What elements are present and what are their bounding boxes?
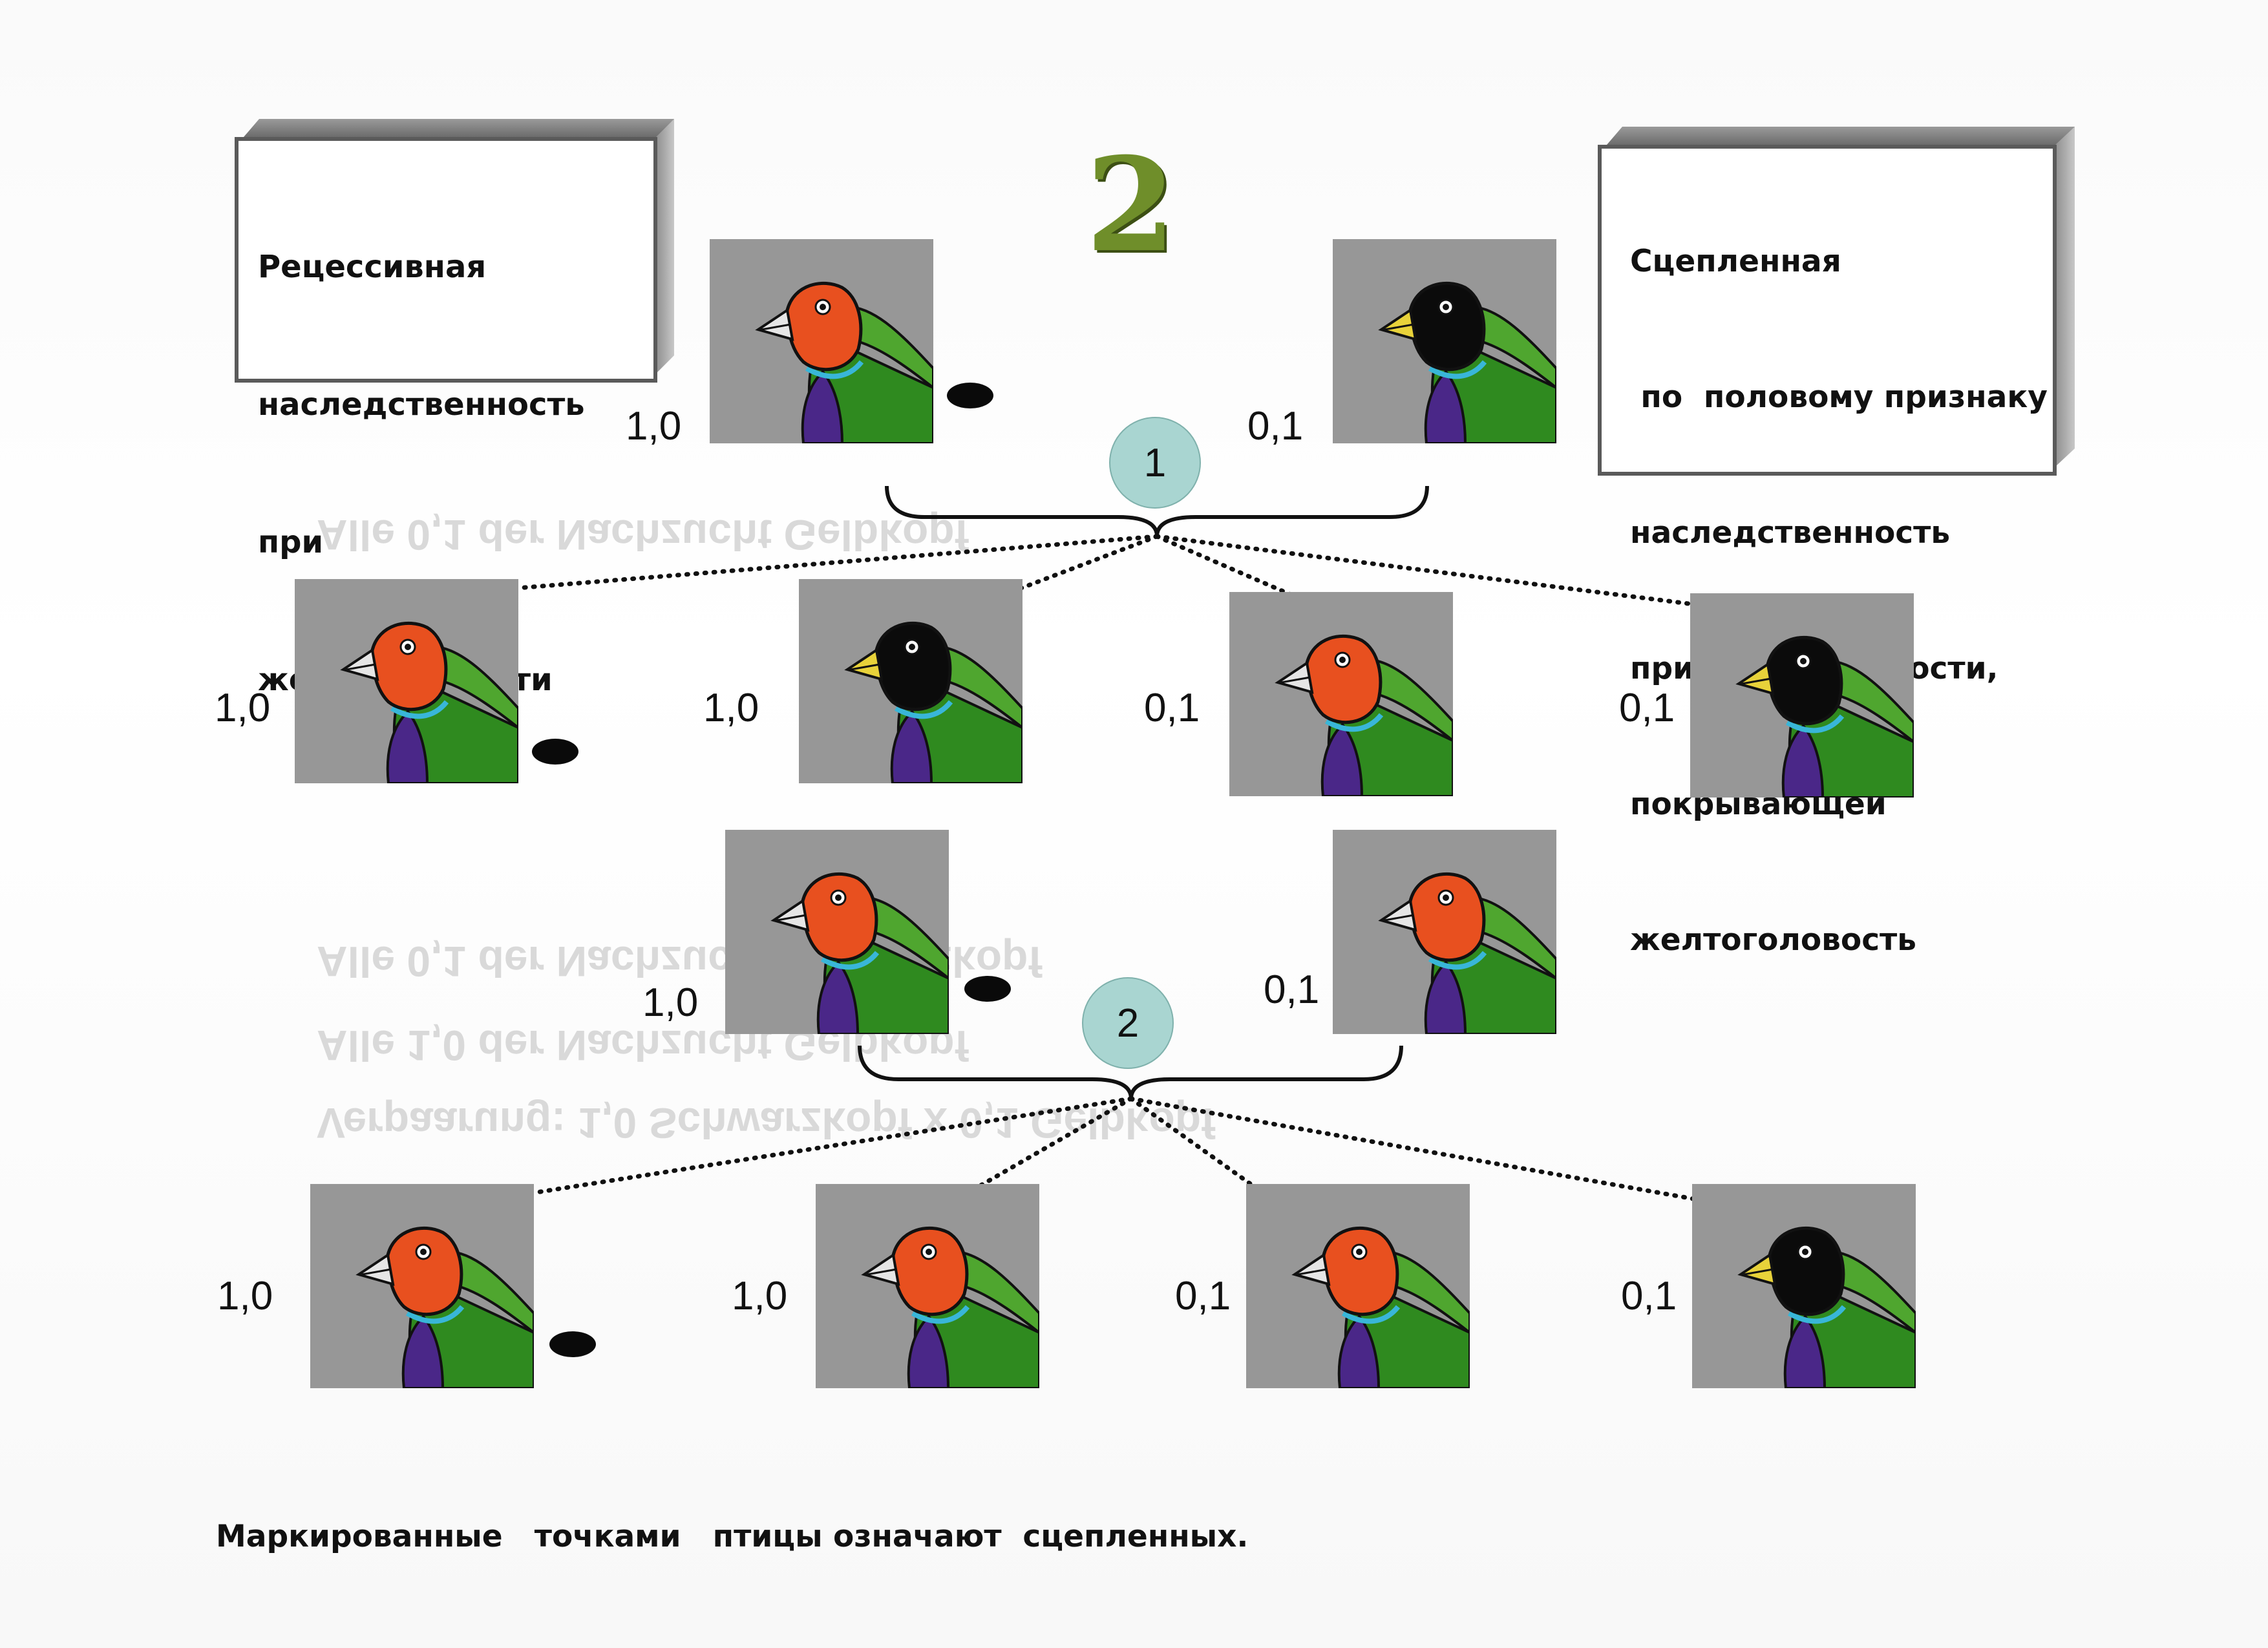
sex-label-parent-1-male: 1,0	[626, 404, 682, 449]
gouldian-finch-red-head-icon	[1246, 1184, 1470, 1388]
gouldian-finch-black-head-icon	[1333, 239, 1556, 443]
bird-parent-2-male-red-head	[725, 830, 949, 1034]
bird-f1-d-black-head	[1690, 593, 1914, 798]
gouldian-finch-red-head-icon	[1333, 830, 1556, 1034]
gouldian-finch-red-head-icon	[816, 1184, 1039, 1388]
bird-f2-c-red-head	[1246, 1184, 1470, 1388]
gouldian-finch-black-head-icon	[1692, 1184, 1916, 1388]
sex-label-f1-b: 1,0	[703, 686, 759, 730]
right-box-line-6: желтоголовость	[1630, 922, 1917, 958]
right-box-line-2: по половому признаку	[1630, 379, 2048, 415]
sex-label-f2-c: 0,1	[1175, 1274, 1231, 1318]
sex-label-f1-a: 1,0	[215, 686, 271, 730]
linked-marker-dot-parent-2-male	[964, 976, 1011, 1002]
bird-parent-2-female-red-head	[1333, 830, 1556, 1034]
sex-label-parent-2-male: 1,0	[642, 980, 699, 1025]
bird-f2-b-red-head	[816, 1184, 1039, 1388]
recessive-inheritance-box: Рецессивная наследственность при желтого…	[235, 119, 674, 698]
bird-f1-b-black-head	[799, 579, 1023, 783]
right-box-line-3: наследственность	[1630, 515, 1951, 551]
gouldian-finch-red-head-icon	[725, 830, 949, 1034]
gouldian-finch-red-head-icon	[310, 1184, 534, 1388]
footer-note: Маркированные точками птицы означают сце…	[216, 1519, 1249, 1554]
gouldian-finch-black-head-icon	[1690, 593, 1914, 798]
generation-1-circle: 1	[1109, 417, 1201, 509]
linked-marker-dot-f1-a	[532, 739, 578, 765]
right-box-line-1: Сцепленная	[1630, 244, 1841, 279]
sex-label-f2-b: 1,0	[732, 1274, 788, 1318]
generation-2-circle: 2	[1082, 977, 1174, 1069]
bird-f1-a-red-head	[295, 579, 518, 783]
left-box-line-2: наследственность	[258, 386, 585, 423]
gouldian-finch-red-head-icon	[295, 579, 518, 783]
sex-label-f2-a: 1,0	[217, 1274, 273, 1318]
sex-label-parent-2-female: 0,1	[1264, 967, 1320, 1012]
gouldian-finch-red-head-icon	[710, 239, 933, 443]
gouldian-finch-red-head-icon	[1229, 592, 1453, 796]
linked-marker-dot-parent-1-male	[947, 383, 993, 408]
bird-f2-d-black-head	[1692, 1184, 1916, 1388]
sex-label-f2-d: 0,1	[1621, 1274, 1677, 1318]
gouldian-finch-black-head-icon	[799, 579, 1023, 783]
bird-parent-1-female-black-head	[1333, 239, 1556, 443]
bird-f1-c-red-head	[1229, 592, 1453, 796]
diagram-number: 2	[1086, 129, 1176, 281]
left-box-line-3: при	[258, 524, 324, 560]
bird-f2-a-red-head	[310, 1184, 534, 1388]
sex-label-parent-1-female: 0,1	[1247, 404, 1304, 449]
background-watermark-4: Verpaarung: 1,0 Schwarzkopf x 0,1 Gelbko…	[317, 1099, 1216, 1147]
sex-label-f1-c: 0,1	[1144, 686, 1200, 730]
left-box-line-1: Рецессивная	[258, 249, 487, 285]
bird-parent-1-male-red-head	[710, 239, 933, 443]
sex-linked-inheritance-box: Сцепленная по половому признаку наследст…	[1598, 127, 2075, 958]
linked-marker-dot-f2-a	[549, 1331, 596, 1357]
sex-label-f1-d: 0,1	[1619, 686, 1675, 730]
